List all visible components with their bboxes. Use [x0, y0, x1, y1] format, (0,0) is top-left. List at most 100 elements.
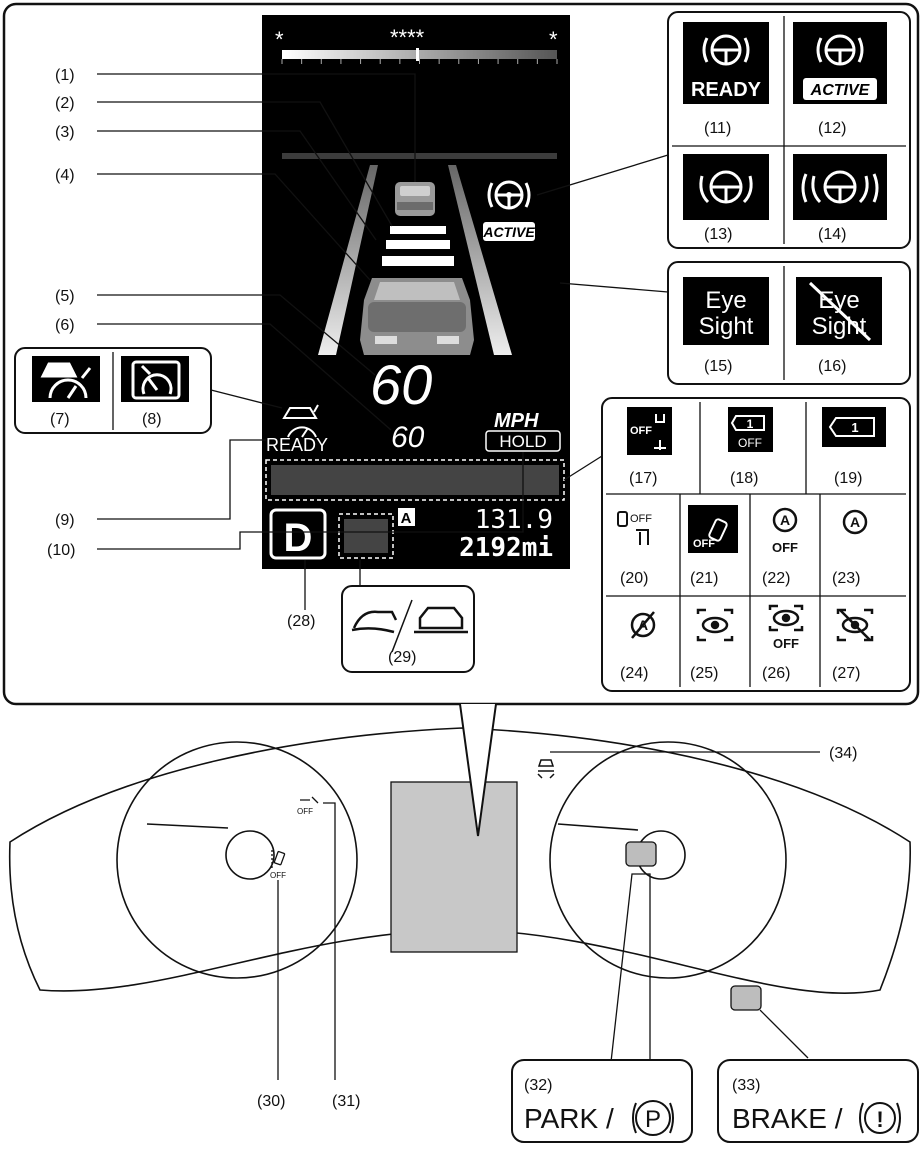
cruise-icons-box: (7) (8) — [14, 347, 212, 434]
icon-15-line1: Eye — [705, 287, 746, 314]
right-lane-line — [448, 165, 512, 355]
icon-34 — [537, 759, 555, 779]
left-lane-line — [318, 165, 378, 355]
following-distance-bars — [382, 226, 454, 266]
callout-6: (6) — [55, 317, 75, 334]
callout-21: (21) — [690, 570, 718, 587]
icon-16-line2: Sight — [812, 313, 867, 340]
callout-15: (15) — [704, 358, 732, 375]
instrument-cluster — [8, 727, 912, 994]
callout-29: (29) — [388, 649, 416, 666]
preceding-vehicle — [395, 182, 435, 216]
steering-assist-icon: ACTIVE — [482, 180, 535, 241]
current-speed: 60 — [391, 421, 425, 454]
scale-bar — [282, 50, 557, 59]
icon-21-off: OFF — [693, 538, 715, 550]
auto-letter: A — [401, 510, 412, 527]
callout-28: (28) — [287, 613, 315, 630]
callout-2: (2) — [55, 95, 75, 112]
hold-label: HOLD — [499, 432, 546, 451]
icon-14 — [801, 170, 879, 204]
gear-indicator: D — [284, 516, 313, 560]
icon-31-off: OFF — [297, 807, 313, 816]
total-reading: 2192mi — [459, 533, 553, 563]
callout-12: (12) — [818, 120, 846, 137]
leader-lines-bottom — [277, 751, 820, 1080]
callout-22: (22) — [762, 570, 790, 587]
callout-34: (34) — [829, 745, 857, 762]
trip-reading: 131.9 — [475, 505, 553, 535]
callout-17: (17) — [629, 470, 657, 487]
icon-12-text: ACTIVE — [810, 82, 871, 99]
icon-11-text: READY — [691, 79, 762, 101]
brake-text: BRAKE / — [732, 1103, 843, 1134]
icon-17-off: OFF — [630, 425, 652, 437]
callout-24: (24) — [620, 665, 648, 682]
callout-10: (10) — [47, 542, 75, 559]
park-lamp — [625, 841, 657, 867]
icon-25 — [696, 608, 734, 642]
callout-13: (13) — [704, 226, 732, 243]
icon-30-off: OFF — [270, 871, 286, 880]
steer-active-text: ACTIVE — [482, 224, 535, 240]
center-display-screen — [390, 781, 518, 953]
own-vehicle — [360, 278, 474, 355]
callout-19: (19) — [834, 470, 862, 487]
callout-31: (31) — [332, 1093, 360, 1110]
callout-23: (23) — [832, 570, 860, 587]
icon-18-off: OFF — [738, 436, 762, 450]
callout-7: (7) — [50, 411, 70, 428]
callout-20: (20) — [620, 570, 648, 587]
icon-23-a: A — [850, 514, 860, 530]
icon-26 — [768, 604, 804, 632]
callout-32: (32) — [524, 1077, 552, 1094]
eyesight-icons-box: Eye Sight Eye Sight (15) (16) — [667, 261, 911, 385]
scale-right-star: * — [549, 27, 558, 52]
callout-25: (25) — [690, 665, 718, 682]
brake-callout-box: (33) BRAKE / ! — [717, 1059, 919, 1143]
brake-lamp — [730, 985, 762, 1011]
icon-22-off: OFF — [772, 540, 798, 555]
cruise-icon-8 — [131, 360, 181, 400]
scale-center-stars: **** — [390, 25, 425, 50]
set-speed: 60 — [370, 353, 432, 416]
cruise-ready-icon — [282, 404, 319, 438]
icon-31 — [300, 796, 319, 804]
callout-9: (9) — [55, 512, 75, 529]
leader-lines-left — [97, 73, 524, 610]
icon-30 — [271, 850, 286, 868]
park-symbol: P — [645, 1106, 661, 1133]
ready-label: READY — [266, 435, 328, 455]
steering-icons-box: READY ACTIVE (11) (12) (13) (14) — [667, 11, 911, 249]
display-screen: * **** * — [262, 15, 570, 569]
icon-20-off: OFF — [630, 513, 652, 525]
left-gauge — [116, 741, 358, 979]
callout-30: (30) — [257, 1093, 285, 1110]
icon-19-digit: 1 — [851, 420, 858, 435]
park-text: PARK / — [524, 1103, 614, 1134]
scale-left-star: * — [275, 27, 284, 52]
callout-1: (1) — [55, 67, 75, 84]
brake-symbol: ! — [876, 1107, 883, 1132]
icon-22-a: A — [780, 512, 790, 528]
callout-3: (3) — [55, 124, 75, 141]
cruise-icon-7 — [40, 362, 92, 399]
callout-26: (26) — [762, 665, 790, 682]
indicator-icons-box: OFF 1 OFF 1 (17) (18) (19) OFF OFF A OFF… — [601, 397, 911, 692]
xmode-icons-box: (29) — [341, 585, 475, 673]
callout-14: (14) — [818, 226, 846, 243]
icon-26-off: OFF — [773, 636, 799, 651]
callout-33: (33) — [732, 1077, 760, 1094]
right-gauge — [549, 741, 787, 979]
icon-18-digit: 1 — [747, 417, 754, 431]
callout-18: (18) — [730, 470, 758, 487]
callout-8: (8) — [142, 411, 162, 428]
icon-13 — [699, 170, 753, 204]
icon-15-line2: Sight — [699, 313, 754, 340]
unit-label: MPH — [494, 410, 539, 432]
park-callout-box: (32) PARK / P — [511, 1059, 693, 1143]
icon-27 — [836, 608, 874, 642]
callout-16: (16) — [818, 358, 846, 375]
callout-4: (4) — [55, 167, 75, 184]
